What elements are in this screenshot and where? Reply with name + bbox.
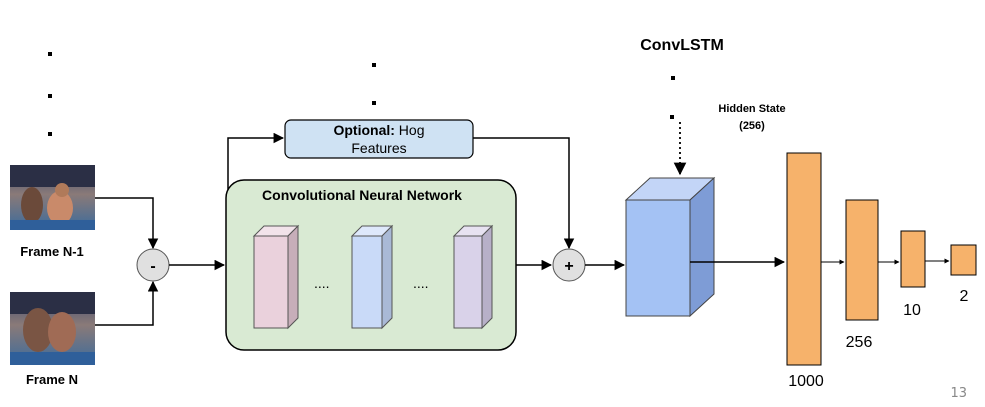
hog-features-label: Features: [351, 140, 406, 156]
convlstm-block: [624, 176, 716, 318]
frame-connectors: [95, 197, 159, 326]
dense-units-1000: 1000: [788, 373, 824, 390]
dense-units-2: 2: [960, 288, 969, 305]
add-symbol: +: [564, 258, 573, 275]
continuation-dots-lstm: [670, 76, 675, 119]
subtract-operator: -: [136, 248, 170, 282]
frame-n-image: [10, 292, 95, 365]
dense-layer-2: [950, 244, 977, 276]
dense-layer-1000: [786, 152, 822, 366]
cnn-feature-block-3: [452, 224, 494, 330]
svg-text:Optional: Hog: Optional: Hog: [333, 122, 424, 138]
cnn-ellipsis-2: ....: [413, 275, 429, 291]
dense-units-256: 256: [846, 334, 873, 351]
hog-to-add-connector: [473, 137, 575, 250]
cnn-ellipsis-1: ....: [314, 275, 330, 291]
dense-layer-256: [845, 199, 879, 321]
frame-n-minus-1-image: [10, 165, 95, 230]
frame-n-minus-1-label: Frame N-1: [20, 244, 84, 259]
continuation-dots-left: [48, 52, 52, 136]
cnn-feature-block-1: [252, 224, 300, 330]
hidden-state-label: Hidden State: [718, 103, 785, 115]
convlstm-title: ConvLSTM: [640, 37, 724, 54]
cnn-title: Convolutional Neural Network: [262, 187, 462, 203]
hog-optional-label: Optional:: [333, 122, 394, 138]
frame-n-label: Frame N: [26, 372, 78, 387]
continuation-dots-middle: [372, 63, 376, 105]
hidden-state-size: (256): [739, 120, 765, 132]
add-operator: +: [552, 248, 586, 282]
slide-page-number: 13: [950, 386, 967, 401]
hog-label-rest: Hog: [395, 122, 425, 138]
cnn-panel: Convolutional Neural Network .... ....: [225, 179, 517, 351]
hog-features-box: Optional: Hog Features: [284, 119, 474, 159]
dense-layer-10: [900, 230, 926, 288]
cnn-feature-block-2: [350, 224, 394, 330]
dense-units-10: 10: [903, 302, 921, 319]
subtract-symbol: -: [150, 258, 155, 275]
